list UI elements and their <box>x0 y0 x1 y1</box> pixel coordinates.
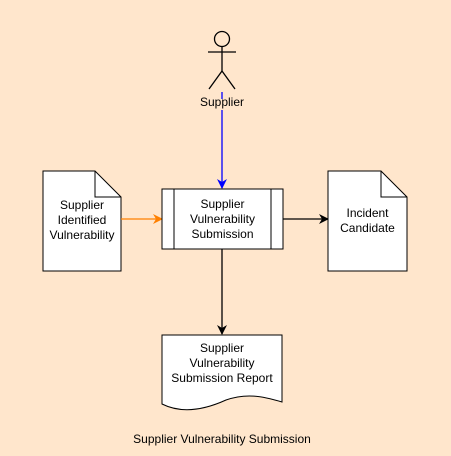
report-label: Supplier Vulnerability Submission Report <box>162 341 282 386</box>
process-line-3: Submission <box>191 227 254 241</box>
output-document-shape[interactable] <box>327 170 408 272</box>
input-document-line-2: Identified <box>57 213 107 227</box>
process-line-1: Supplier <box>200 197 245 211</box>
process-shape[interactable] <box>161 188 284 250</box>
input-document-line-3: Vulnerability <box>49 228 115 242</box>
actor-label: Supplier <box>199 95 245 109</box>
report-line-2: Vulnerability <box>189 356 255 370</box>
actor-head <box>213 30 231 48</box>
actor-left-leg <box>208 70 223 90</box>
output-document-fold <box>380 171 407 198</box>
input-document-label: Supplier Identified Vulnerability <box>43 198 121 243</box>
output-document-label: Incident Candidate <box>328 206 407 236</box>
report-line-3: Submission Report <box>171 371 273 385</box>
output-document-line-2: Candidate <box>340 221 395 235</box>
supplier-actor[interactable] <box>208 30 236 90</box>
report-shape[interactable] <box>161 334 283 411</box>
process-label: Supplier Vulnerability Submission <box>174 197 271 242</box>
output-document-line-1: Incident <box>346 206 389 220</box>
diagram-caption: Supplier Vulnerability Submission <box>133 432 311 446</box>
process-line-2: Vulnerability <box>190 212 255 226</box>
report-line-1: Supplier <box>199 341 245 355</box>
input-document-line-1: Supplier <box>59 198 105 212</box>
input-document-fold <box>94 171 121 198</box>
actor-right-leg <box>221 70 236 90</box>
input-document-shape[interactable] <box>42 170 122 272</box>
